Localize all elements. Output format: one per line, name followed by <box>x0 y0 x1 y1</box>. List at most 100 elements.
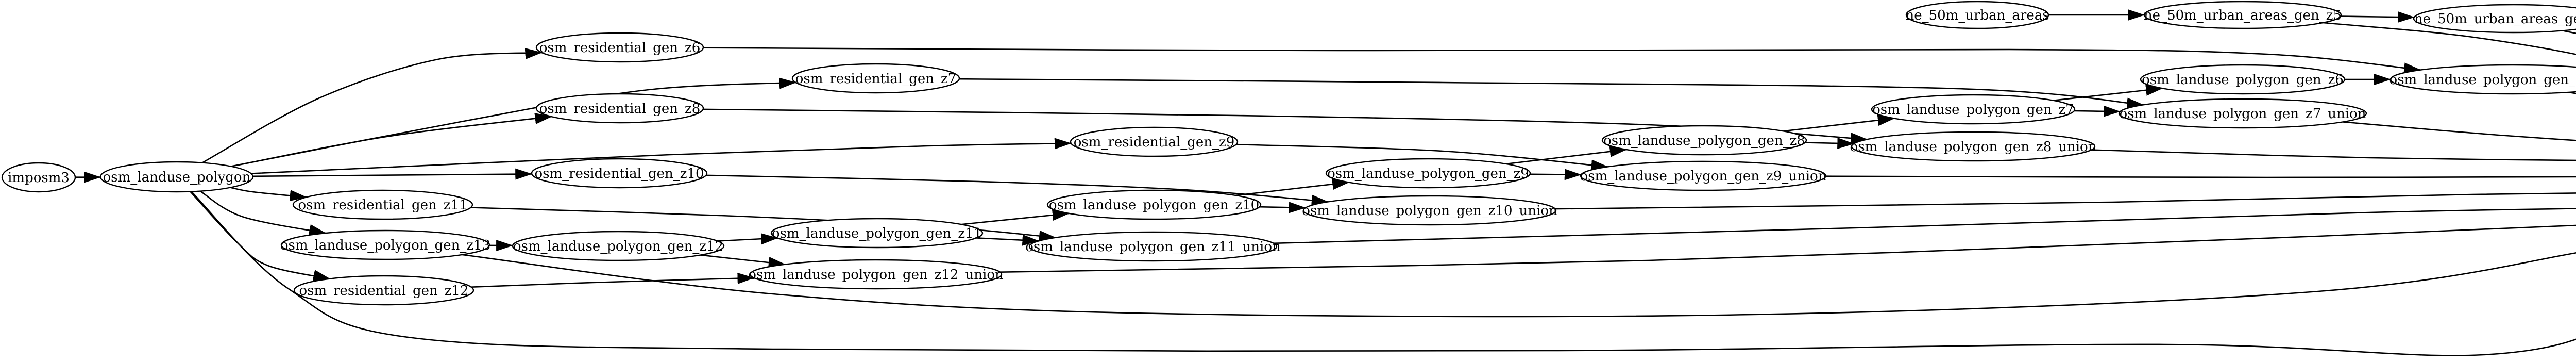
edge-ne_50m_urban_areas_gen_z5-to-ne_50m_urban_areas_gen_z4 <box>2341 11 2415 23</box>
table-node-label: osm_landuse_polygon_gen_z10 <box>1049 198 1259 213</box>
table-node-osm_landuse_polygon_gen_z9: osm_landuse_polygon_gen_z9 <box>1325 158 1531 189</box>
table-node-label: osm_landuse_polygon_gen_z9 <box>1327 166 1529 182</box>
edge-osm_residential_gen_z10-to-osm_landuse_polygon_gen_z10_union <box>706 174 1329 206</box>
table-node-ne_50m_urban_areas: ne_50m_urban_areas <box>1905 1 2049 29</box>
edge-osm_landuse_polygon_gen_z10-to-osm_landuse_polygon_gen_z10_union <box>1259 202 1306 213</box>
table-node-ellipse <box>535 93 704 124</box>
edge-osm_landuse_polygon_gen_z9-to-osm_landuse_polygon_gen_z8 <box>1506 145 1627 165</box>
table-node-label: osm_landuse_polygon_gen_z10_union <box>1302 203 1557 219</box>
table-node-imposm3: imposm3 <box>1 162 76 193</box>
table-node-ellipse <box>1871 94 2076 125</box>
table-node-ellipse <box>292 189 473 220</box>
table-node-ellipse <box>791 63 960 94</box>
table-node-osm_landuse_polygon_gen_z9_union: osm_landuse_polygon_gen_z9_union <box>1580 160 1827 191</box>
table-node-label: osm_landuse_polygon_gen_z8 <box>1603 133 1805 149</box>
table-node-ellipse <box>293 275 474 306</box>
table-node-ellipse <box>2118 98 2367 129</box>
table-node-label: osm_landuse_polygon_gen_z6_union <box>2389 72 2576 88</box>
table-node-osm_landuse_polygon_gen_z7_union: osm_landuse_polygon_gen_z7_union <box>2118 98 2367 129</box>
edge-osm_landuse_polygon_gen_z11-to-osm_landuse_polygon_gen_z10 <box>961 209 1070 225</box>
edge-osm_residential_gen_z9-to-osm_landuse_polygon_gen_z9_union <box>1236 143 1608 171</box>
table-node-ellipse <box>770 218 984 249</box>
edge-osm_landuse_polygon-to-osm_residential_gen_z10 <box>252 168 533 180</box>
table-node-label: osm_landuse_polygon_gen_z11_union <box>1025 239 1281 255</box>
edge-osm_landuse_polygon-to-osm_residential_gen_z12 <box>190 191 331 281</box>
table-node-label: osm_landuse_polygon_gen_z7_union <box>2120 106 2366 122</box>
table-node-ellipse <box>2389 64 2576 95</box>
table-node-osm_landuse_polygon_gen_z10: osm_landuse_polygon_gen_z10 <box>1046 189 1262 220</box>
edge-osm_landuse_polygon_gen_z7-to-osm_landuse_polygon_gen_z6 <box>2053 84 2163 102</box>
edge-osm_landuse_polygon-to-osm_residential_gen_z8 <box>231 113 552 167</box>
table-node-osm_landuse_polygon_gen_z11_union: osm_landuse_polygon_gen_z11_union <box>1025 231 1281 262</box>
table-node-label: osm_landuse_polygon_gen_z6 <box>2142 72 2344 88</box>
edge-osm_landuse_polygon_gen_z12-to-osm_landuse_polygon_gen_z12_union <box>700 254 786 269</box>
edge-osm_landuse_polygon_gen_z12_union-to-layer_landuse-z12 <box>1000 224 2576 273</box>
table-node-label: ne_50m_urban_areas_gen_z5 <box>2144 8 2342 23</box>
table-node-label: osm_landuse_polygon_gen_z8_union <box>1850 139 2097 155</box>
table-node-osm_residential_gen_z9: osm_residential_gen_z9 <box>1070 126 1239 157</box>
table-node-label: osm_residential_gen_z6 <box>539 40 701 56</box>
table-node-ellipse <box>1302 195 1557 226</box>
table-node-ellipse <box>512 231 725 261</box>
table-node-ellipse <box>531 158 708 189</box>
table-node-ellipse <box>1046 189 1262 220</box>
edge-osm_landuse_polygon_gen_z12-to-osm_landuse_polygon_gen_z11 <box>717 233 778 245</box>
edge-osm_residential_gen_z11-to-osm_landuse_polygon_gen_z11_union <box>470 207 1056 242</box>
edge-osm_landuse_polygon_gen_z7_union-to-layer_landuse-z7 <box>2343 121 2576 141</box>
table-node-label: osm_residential_gen_z9 <box>1074 135 1235 150</box>
table-node-osm_landuse_polygon_gen_z8_union: osm_landuse_polygon_gen_z8_union <box>1850 131 2097 162</box>
table-node-ellipse <box>2140 64 2346 95</box>
table-node-label: osm_landuse_polygon_gen_z11 <box>772 226 982 241</box>
table-node-osm_landuse_polygon_gen_z6_union: osm_landuse_polygon_gen_z6_union <box>2389 64 2576 95</box>
table-node-osm_residential_gen_z10: osm_residential_gen_z10 <box>531 158 708 189</box>
edge-osm_landuse_polygon_gen_z9-to-osm_landuse_polygon_gen_z9_union <box>1530 169 1582 180</box>
table-node-osm_landuse_polygon_gen_z10_union: osm_landuse_polygon_gen_z10_union <box>1302 195 1557 226</box>
table-node-ellipse <box>1325 158 1531 189</box>
edge-osm_residential_gen_z7-to-osm_landuse_polygon_gen_z7_union <box>959 78 2144 109</box>
edge-osm_landuse_polygon_gen_z6_union-to-layer_landuse-z6 <box>2568 91 2576 94</box>
table-node-label: osm_landuse_polygon_gen_z7 <box>1872 102 2074 118</box>
edge-ne_50m_urban_areas_gen_z5-to-layer_landuse-z5 <box>2323 22 2576 55</box>
table-node-ellipse <box>2413 4 2576 34</box>
edge-osm_landuse_polygon-to-osm_residential_gen_z11 <box>230 187 307 202</box>
table-node-osm_residential_gen_z11: osm_residential_gen_z11 <box>292 189 473 220</box>
edge-osm_residential_gen_z12-to-osm_landuse_polygon_gen_z12_union <box>471 272 755 288</box>
edge-osm_landuse_polygon-to-osm_residential_gen_z6 <box>201 48 543 163</box>
edge-osm_landuse_polygon_gen_z11-to-osm_landuse_polygon_gen_z11_union <box>976 234 1040 246</box>
edge-osm_landuse_polygon_gen_z8-to-osm_landuse_polygon_gen_z8_union <box>1805 137 1855 149</box>
table-node-ellipse <box>749 259 1003 290</box>
table-node-ellipse <box>1 162 76 193</box>
edge-osm_residential_gen_z6-to-osm_landuse_polygon_gen_z6_union <box>703 47 2421 74</box>
table-node-label: osm_residential_gen_z10 <box>534 166 704 182</box>
table-node-ellipse <box>1070 126 1239 157</box>
table-node-label: imposm3 <box>8 170 70 186</box>
table-node-label: osm_landuse_polygon_gen_z12_union <box>748 267 1004 283</box>
table-node-label: osm_residential_gen_z8 <box>539 101 701 117</box>
table-node-osm_landuse_polygon_gen_z12_union: osm_landuse_polygon_gen_z12_union <box>748 259 1004 290</box>
table-node-osm_residential_gen_z6: osm_residential_gen_z6 <box>535 32 704 63</box>
table-node-osm_landuse_polygon: osm_landuse_polygon <box>99 161 254 193</box>
edge-osm_landuse_polygon_gen_z8-to-osm_landuse_polygon_gen_z7 <box>1783 114 1895 132</box>
edge-osm_landuse_polygon_gen_z11_union-to-layer_landuse-z11 <box>1274 208 2576 244</box>
edge-osm_landuse_polygon-to-osm_residential_gen_z9 <box>251 138 1072 174</box>
table-node-ne_50m_urban_areas_gen_z4: ne_50m_urban_areas_gen_z4 <box>2413 4 2576 34</box>
table-node-ellipse <box>1601 125 1807 156</box>
table-node-osm_residential_gen_z12: osm_residential_gen_z12 <box>293 275 474 306</box>
edge-osm_landuse_polygon_gen_z9_union-to-layer_landuse-z9 <box>1825 175 2576 178</box>
table-node-label: osm_residential_gen_z11 <box>298 198 467 213</box>
table-node-ellipse <box>1905 1 2049 29</box>
table-node-label: osm_landuse_polygon <box>103 170 251 185</box>
table-node-ellipse <box>1028 231 1278 262</box>
table-node-osm_landuse_polygon_gen_z11: osm_landuse_polygon_gen_z11 <box>770 218 984 249</box>
edge-osm_landuse_polygon-to-osm_landuse_polygon_gen_z13 <box>199 190 327 236</box>
table-node-ellipse <box>2143 1 2342 29</box>
table-node-osm_residential_gen_z8: osm_residential_gen_z8 <box>535 93 704 124</box>
table-node-label: ne_50m_urban_areas <box>1905 8 2049 23</box>
table-node-osm_landuse_polygon_gen_z7: osm_landuse_polygon_gen_z7 <box>1871 94 2076 125</box>
table-node-osm_landuse_polygon_gen_z6: osm_landuse_polygon_gen_z6 <box>2140 64 2346 95</box>
table-node-osm_landuse_polygon_gen_z13: osm_landuse_polygon_gen_z13 <box>280 229 490 260</box>
table-node-ellipse <box>535 32 704 63</box>
edge-osm_landuse_polygon-to-layer_landuse-z14+ <box>191 191 2576 356</box>
